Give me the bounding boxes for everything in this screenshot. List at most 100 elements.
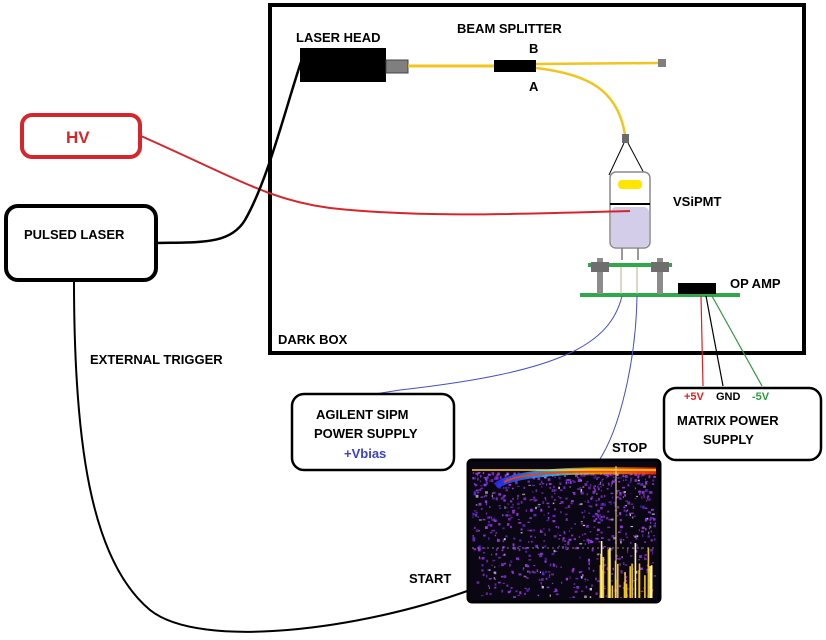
noise-dot [612,496,614,499]
noise-dot [600,490,603,492]
noise-dot [605,594,607,598]
hv-wire [140,135,631,216]
noise-dot [544,477,547,479]
noise-dot [578,536,581,538]
noise-dot [488,537,490,540]
noise-dot [595,537,597,540]
noise-dot [596,477,598,480]
noise-dot [494,566,496,568]
noise-dot [518,548,521,552]
noise-dot [616,473,619,476]
noise-dot [650,491,653,494]
noise-dot [484,500,488,503]
noise-dot [530,535,533,538]
noise-dot [524,587,527,589]
noise-dot [619,497,621,499]
noise-dot [567,482,570,484]
noise-dot [474,526,476,529]
noise-dot [635,534,637,537]
noise-dot [572,596,575,598]
noise-dot [475,489,478,492]
noise-dot [639,555,642,558]
noise-dot [532,491,534,493]
noise-dot [604,473,607,476]
noise-dot [652,479,655,482]
noise-dot [588,541,590,544]
noise-dot [600,519,603,522]
noise-dot [570,527,573,529]
noise-dot [571,500,574,502]
noise-dot [594,488,596,490]
noise-dot [552,475,554,477]
noise-dot [480,508,483,510]
noise-dot [505,489,508,492]
noise-dot [594,513,598,515]
noise-dot [472,535,474,537]
noise-dot [645,481,648,485]
noise-dot [477,473,479,477]
noise-dot [560,511,562,514]
noise-dot [610,580,613,582]
noise-dot [548,528,551,532]
noise-dot [581,511,584,514]
noise-dot [655,585,656,587]
noise-dot [625,505,627,507]
noise-dot [539,571,541,574]
noise-dot [479,547,481,549]
noise-dot [595,592,598,595]
noise-dot [474,477,476,480]
noise-dot [570,502,573,505]
port-a-label: A [529,79,539,94]
noise-dot [488,578,492,580]
noise-dot [629,512,631,514]
noise-dot [541,584,543,588]
noise-dot [485,484,487,486]
standoff-right [657,258,663,294]
noise-dot [643,587,645,589]
noise-dot [644,507,648,509]
noise-dot [624,493,626,497]
noise-dot [653,538,656,541]
noise-dot [544,560,547,563]
noise-dot [646,500,648,502]
noise-dot [590,484,592,487]
noise-dot [486,516,489,518]
noise-dot [505,486,508,489]
noise-dot [580,491,584,495]
noise-dot [596,528,600,532]
noise-dot [636,495,638,498]
noise-dot [547,516,550,520]
noise-dot [483,547,486,549]
persistence-trail-core [503,470,656,483]
noise-dot [619,538,623,541]
noise-dot [600,503,603,506]
noise-dot [490,530,493,532]
noise-dot [583,515,585,519]
noise-dot [640,590,644,592]
noise-dot [603,571,606,574]
noise-dot [638,529,640,532]
noise-dot [516,502,520,506]
noise-dot [634,515,636,517]
noise-dot [624,475,628,478]
fiber-b-terminator [658,59,666,67]
noise-dot [533,565,536,567]
noise-dot [587,579,589,581]
noise-dot [518,522,522,524]
noise-dot [517,485,520,487]
noise-dot [512,509,515,512]
noise-dot [597,516,599,519]
noise-dot [482,573,485,576]
noise-dot [485,494,488,497]
noise-dot [488,586,490,590]
noise-dot [608,482,610,486]
noise-dot [548,576,551,578]
dark-box-label: DARK BOX [278,332,348,347]
noise-dot [615,490,618,493]
noise-dot [488,480,491,482]
noise-dot [648,475,651,479]
noise-dot [554,499,556,501]
noise-dot [496,474,498,477]
noise-dot [601,479,603,483]
histogram-bar [634,543,637,598]
